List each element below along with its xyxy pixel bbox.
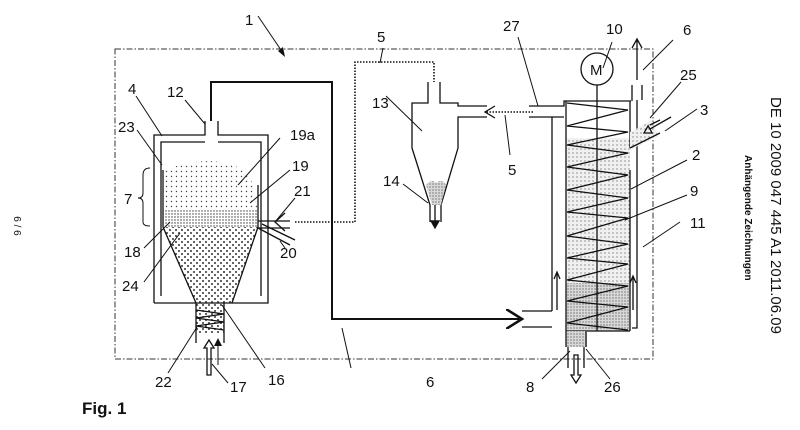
- screw-conveyor-22: [196, 303, 224, 375]
- page-marker: 6 / 6: [11, 216, 22, 236]
- label-21: 21: [294, 183, 311, 200]
- label-16: 16: [268, 372, 285, 389]
- fluidized-bed-vessel: [154, 121, 295, 303]
- bed-19a-upper: [164, 161, 258, 210]
- motor-symbol: M: [590, 62, 603, 79]
- label-3: 3: [700, 102, 708, 119]
- inlet-arrow-up-icon: [204, 340, 214, 375]
- label-24: 24: [122, 278, 139, 295]
- line-5-gas-path: [295, 62, 434, 222]
- label-7: 7: [124, 191, 132, 208]
- label-17: 17: [230, 379, 247, 396]
- label-11: 11: [690, 215, 706, 232]
- jacket-flow-arrow-right-icon: [630, 276, 636, 310]
- label-14: 14: [383, 173, 400, 190]
- label-19a: 19a: [290, 127, 316, 144]
- label-23: 23: [118, 119, 135, 136]
- label-6-top: 6: [683, 22, 691, 39]
- pipe-20: [258, 224, 295, 245]
- publication-date: 2011.06.09: [767, 260, 784, 334]
- label-4: 4: [128, 81, 136, 98]
- label-18: 18: [124, 244, 141, 261]
- section-label: Anhängende Zeichnungen: [742, 155, 753, 281]
- label-12: 12: [167, 84, 184, 101]
- publication-number: DE 10 2009 047 445 A1: [767, 97, 784, 256]
- label-13: 13: [372, 95, 389, 112]
- label-2: 2: [692, 147, 700, 164]
- label-20: 20: [280, 245, 297, 262]
- outlet-26: [566, 331, 587, 347]
- figure-caption: Fig. 1: [82, 399, 126, 418]
- label-5-right: 5: [508, 162, 516, 179]
- label-9: 9: [690, 183, 698, 200]
- label-6-bottom: 6: [426, 374, 434, 391]
- jacket-flow-arrow-left-icon: [554, 272, 560, 310]
- brace-7: [138, 168, 150, 226]
- exhaust-arrow-up-icon: [632, 39, 642, 80]
- bed-18-dense: [163, 210, 258, 227]
- cyclone-13: [412, 82, 487, 228]
- label-10: 10: [606, 21, 623, 38]
- cone-16: [163, 227, 258, 303]
- label-8: 8: [526, 379, 534, 396]
- label-26: 26: [604, 379, 621, 396]
- label-25: 25: [680, 67, 697, 84]
- label-5-top: 5: [377, 29, 385, 46]
- label-22: 22: [155, 374, 172, 391]
- label-1: 1: [245, 12, 253, 29]
- label-27: 27: [503, 18, 520, 35]
- label-19: 19: [292, 158, 309, 175]
